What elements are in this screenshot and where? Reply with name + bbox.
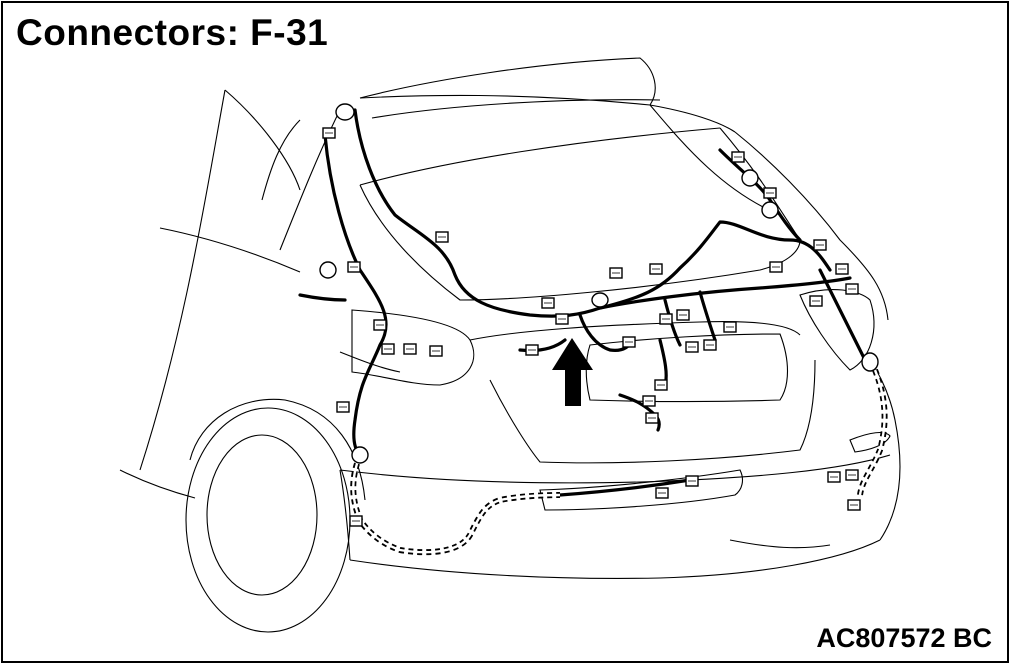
wire-harness [298,108,867,497]
connector [435,231,449,243]
connector [845,283,859,295]
connector [845,469,859,481]
connector [731,151,745,163]
connector [541,297,555,309]
grommets [319,103,879,464]
connector [827,471,841,483]
connector [835,263,849,275]
connector [642,395,656,407]
connector [373,319,387,331]
connector [703,339,717,351]
connector [622,336,636,348]
corrugated-tube-harness [350,368,888,556]
grommet [761,201,779,219]
grommet [335,103,355,121]
connector [813,239,827,251]
connector [322,127,336,139]
grommet [741,169,759,187]
connector [403,343,417,355]
connector [685,341,699,353]
connectors [322,127,861,527]
connector [349,515,363,527]
connector [769,261,783,273]
grommet [591,292,609,308]
connector [525,344,539,356]
connector [649,263,663,275]
connector [809,295,823,307]
connector [336,401,350,413]
grommet [319,261,337,279]
connector [847,499,861,511]
figure-id: AC807572 BC [816,623,992,653]
connector [609,267,623,279]
connector [676,309,690,321]
grommet [861,352,879,372]
connector [555,313,569,325]
connector [429,345,443,357]
connector [659,313,673,325]
connector [645,412,659,424]
connector [723,321,737,333]
connector [381,343,395,355]
connector [347,261,361,273]
diagram-title: Connectors: F-31 [16,12,329,53]
vehicle-body-outline [119,57,901,633]
connector [763,187,777,199]
connector [654,379,668,391]
grommet [351,446,369,464]
arrow-up-icon [552,338,593,406]
connector [685,475,699,487]
connector [655,487,669,499]
